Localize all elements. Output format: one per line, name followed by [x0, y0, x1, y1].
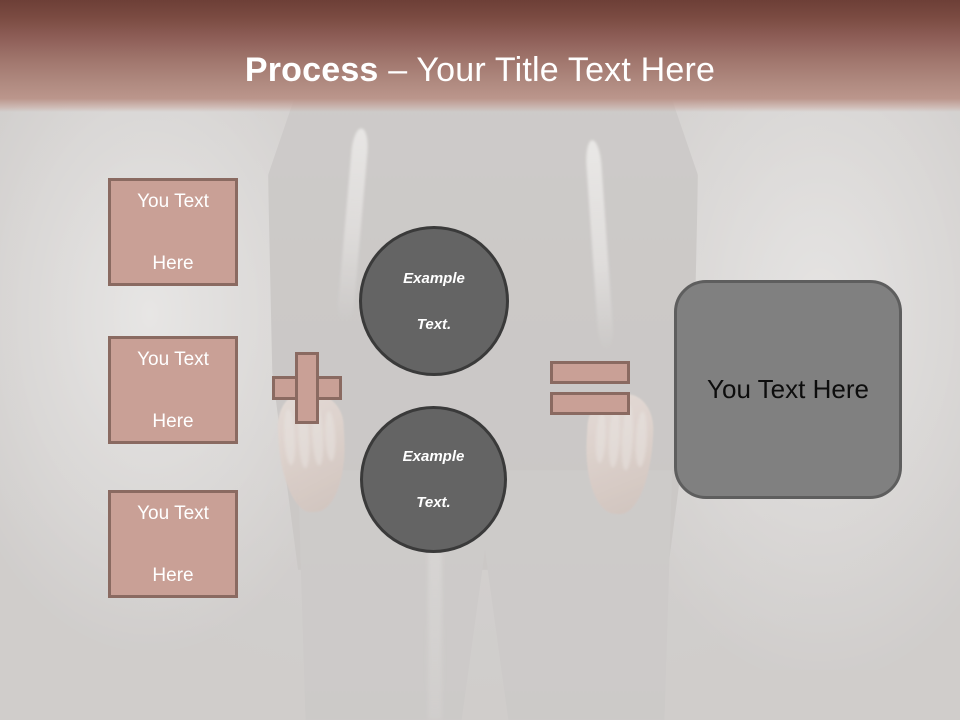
- plus-icon: [272, 352, 342, 424]
- photo-finger: [634, 410, 649, 468]
- page-title: Process – Your Title Text Here: [0, 50, 960, 90]
- equals-icon-bar-bottom: [550, 392, 630, 415]
- title-light-part: Your Title Text Here: [416, 51, 716, 89]
- photo-finger: [594, 412, 608, 464]
- plus-center-patch: [298, 379, 316, 397]
- equals-icon-bar-top: [550, 361, 630, 384]
- title-banner: Process – Your Title Text Here: [0, 0, 960, 112]
- result-box-label: You Text Here: [707, 374, 869, 404]
- title-strong-part: Process: [244, 51, 379, 89]
- result-box[interactable]: You Text Here: [674, 280, 902, 499]
- title-separator: –: [378, 51, 417, 89]
